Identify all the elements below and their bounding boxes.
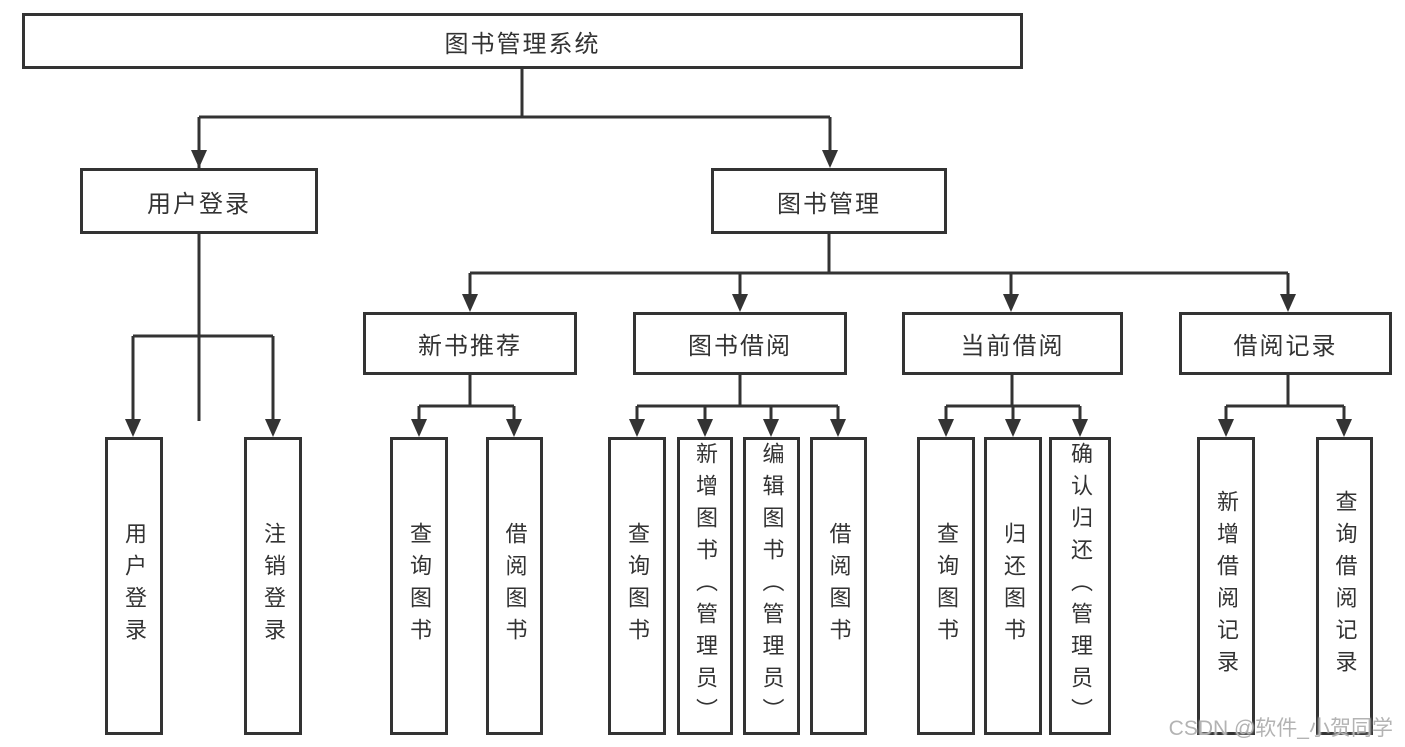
node-book-borrow: 图书借阅 <box>633 312 847 375</box>
leaf-label: 查询图书 <box>407 522 432 650</box>
leaf-label: 查询借阅记录 <box>1332 490 1358 682</box>
leaf-confirm-return-admin: 确认归还（管理员） <box>1049 437 1111 735</box>
leaf-label: 借阅图书 <box>502 522 528 650</box>
leaf-label: 新增借阅记录 <box>1214 490 1239 682</box>
leaf-label: 编辑图书（管理员） <box>759 442 785 730</box>
leaf-borrow-book: 借阅图书 <box>810 437 867 735</box>
leaf-label: 借阅图书 <box>826 522 852 650</box>
connector-bookmgmt-to-level3 <box>462 234 1296 312</box>
leaf-edit-book-admin: 编辑图书（管理员） <box>743 437 800 735</box>
leaf-label: 查询图书 <box>934 522 959 650</box>
leaf-user-login: 用户登录 <box>105 437 163 735</box>
leaf-newrec-borrow-book: 借阅图书 <box>486 437 543 735</box>
leaf-label: 注销登录 <box>261 522 286 650</box>
leaf-logout: 注销登录 <box>244 437 302 735</box>
leaf-label: 用户登录 <box>122 522 147 650</box>
leaf-borrow-query-book: 查询图书 <box>608 437 666 735</box>
node-book-management: 图书管理 <box>711 168 947 234</box>
leaf-current-query-book: 查询图书 <box>917 437 975 735</box>
leaf-query-borrow-record: 查询借阅记录 <box>1316 437 1373 735</box>
csdn-watermark: CSDN @软件_小贺同学 <box>1168 717 1393 740</box>
leaf-add-borrow-record: 新增借阅记录 <box>1197 437 1255 735</box>
leaf-label: 新增图书（管理员） <box>693 442 718 730</box>
leaf-label: 归还图书 <box>1001 522 1026 650</box>
connector-newbookrec-to-leaves <box>411 375 522 437</box>
connector-currentborrow-to-leaves <box>938 375 1088 437</box>
leaf-label: 查询图书 <box>625 522 650 650</box>
connector-bookborrow-to-leaves <box>629 375 846 437</box>
leaf-return-book: 归还图书 <box>984 437 1042 735</box>
node-root: 图书管理系统 <box>22 13 1023 69</box>
node-current-borrow: 当前借阅 <box>902 312 1123 375</box>
connector-userlogin-to-leaves <box>125 234 281 437</box>
node-borrow-record: 借阅记录 <box>1179 312 1392 375</box>
node-user-login: 用户登录 <box>80 168 318 234</box>
leaf-newrec-query-book: 查询图书 <box>390 437 448 735</box>
leaf-label: 确认归还（管理员） <box>1068 442 1093 730</box>
connector-borrowrecord-to-leaves <box>1218 375 1352 437</box>
leaf-add-book-admin: 新增图书（管理员） <box>677 437 733 735</box>
node-new-book-recommend: 新书推荐 <box>363 312 577 375</box>
